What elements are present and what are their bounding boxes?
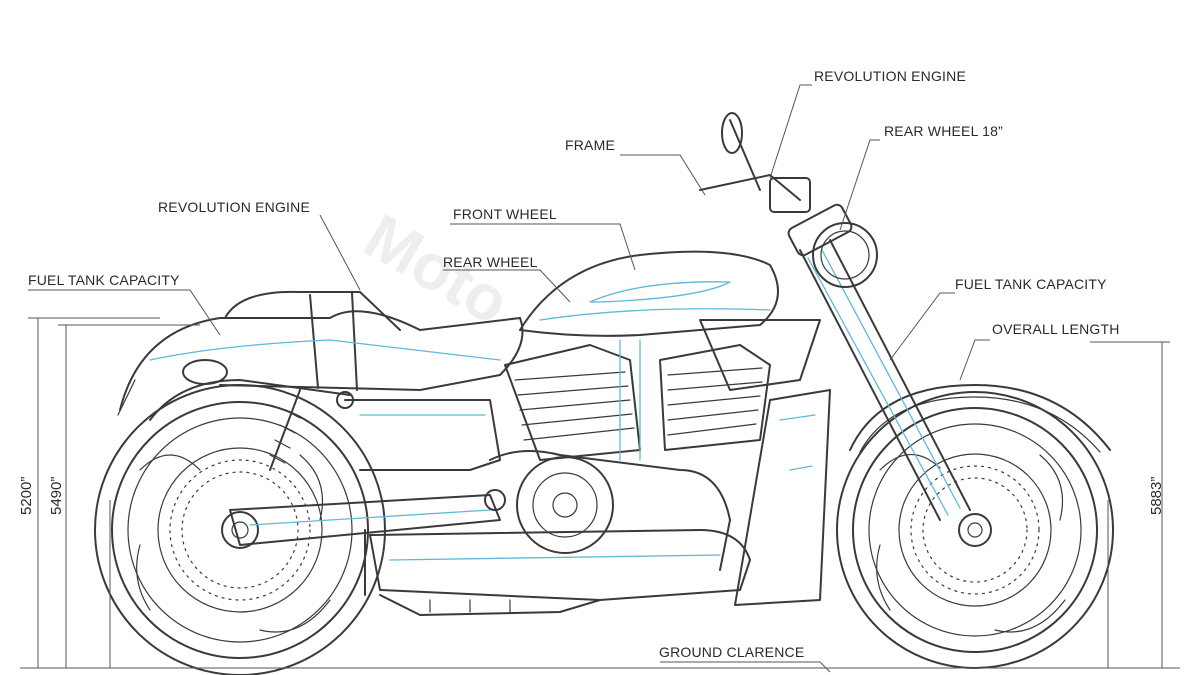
engine [489,339,771,571]
seat-and-fender [117,290,524,421]
label-frame: FRAME [565,137,615,153]
frame [229,319,831,606]
front-fork [699,112,971,521]
label-revolution-engine-top: REVOLUTION ENGINE [814,68,966,84]
dimension-lines [20,317,1180,669]
front-wheel [836,384,1114,669]
label-fuel-tank-capacity-left: FUEL TANK CAPACITY [28,272,180,288]
dimension-left-outer: 5200” [18,476,35,515]
label-ground-clearance: GROUND CLARENCE [659,644,805,660]
label-fuel-tank-capacity-right: FUEL TANK CAPACITY [955,276,1107,292]
label-overall-length: OVERALL LENGTH [992,321,1120,337]
rear-wheel [94,384,386,675]
fuel-tank [519,250,779,337]
label-front-wheel: FRONT WHEEL [453,206,557,222]
dimension-left-inner: 5490” [48,476,65,515]
label-rear-wheel: REAR WHEEL [443,254,538,270]
dimension-right: 5883” [1148,476,1165,515]
label-revolution-engine-left: REVOLUTION ENGINE [158,199,310,215]
label-rear-wheel-18: REAR WHEEL 18” [884,123,1003,139]
exhaust [364,529,751,616]
leader-lines [28,84,990,673]
